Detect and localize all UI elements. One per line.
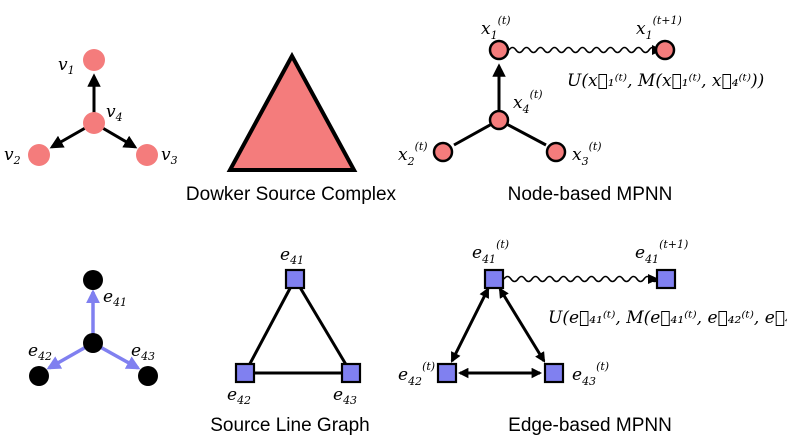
label-x1: x1(t) xyxy=(481,14,511,42)
caption-dowker: Dowker Source Complex xyxy=(186,184,397,205)
node-x1-next xyxy=(654,39,676,61)
edge-update-formula: U(e⃗₄₁⁽ᵗ⁾, M(e⃗₄₁⁽ᵗ⁾, e⃗₄₂⁽ᵗ⁾, e⃗₄₃⁽ᵗ⁾)) xyxy=(548,308,787,328)
em-node-e41 xyxy=(483,268,505,290)
panel-node-mpnn: x1(t) x1(t+1) x2(t) x3(t) x4(t) U(x⃗₁⁽ᵗ⁾… xyxy=(398,14,764,205)
label-e41-next-em: e41(t+1) xyxy=(635,238,688,266)
node-center-black xyxy=(83,333,103,353)
label-e42-star: e42 xyxy=(28,341,52,363)
label-e42-lg: e42 xyxy=(227,385,251,407)
node-x2 xyxy=(432,141,454,163)
node-left-black xyxy=(29,366,49,386)
caption-node-mpnn: Node-based MPNN xyxy=(508,184,673,205)
node-right-black xyxy=(138,366,158,386)
label-v1: v1 xyxy=(58,55,75,77)
lg-node-e43 xyxy=(340,362,362,384)
em-edge-41-43 xyxy=(498,287,546,363)
label-e41-lg: e41 xyxy=(280,245,304,267)
label-x3: x3(t) xyxy=(572,140,602,168)
lg-node-e41 xyxy=(284,268,306,290)
em-node-e41-next xyxy=(655,268,677,290)
label-x2: x2(t) xyxy=(398,140,428,168)
panel-edge-mpnn: e41(t) e41(t+1) e42(t) e43(t) U(e⃗₄₁⁽ᵗ⁾,… xyxy=(398,238,787,436)
label-e43-lg: e43 xyxy=(333,385,357,407)
lg-edge-41-42 xyxy=(243,278,297,374)
caption-line-graph: Source Line Graph xyxy=(210,415,370,436)
label-e41-em: e41(t) xyxy=(472,238,509,266)
node-v4 xyxy=(83,112,105,134)
em-node-e42 xyxy=(436,362,458,384)
node-v3 xyxy=(136,144,158,166)
update-wavy-arrow xyxy=(508,46,664,54)
label-v2: v2 xyxy=(4,145,21,167)
node-v2 xyxy=(28,144,50,166)
em-edge-41-42 xyxy=(450,287,490,363)
edge-update-wavy-arrow xyxy=(503,275,659,283)
edge-update-arrowhead xyxy=(648,274,659,284)
simplex-triangle xyxy=(226,51,358,172)
node-x3 xyxy=(545,141,567,163)
label-e43-em: e43(t) xyxy=(572,360,609,388)
node-x1 xyxy=(488,39,510,61)
panel-edge-star: e41 e42 e43 xyxy=(28,270,158,386)
node-v1 xyxy=(83,49,105,71)
node-x4 xyxy=(488,109,510,131)
lg-edge-41-43 xyxy=(293,278,353,374)
label-e42-em: e42(t) xyxy=(398,360,435,388)
node-top-black xyxy=(83,270,103,290)
panel-dowker-complex: Dowker Source Complex xyxy=(186,51,397,205)
lg-node-e42 xyxy=(234,362,256,384)
node-update-formula: U(x⃗₁⁽ᵗ⁾, M(x⃗₁⁽ᵗ⁾, x⃗₄⁽ᵗ⁾)) xyxy=(567,71,764,91)
panel-star-graph: v1 v2 v3 v4 xyxy=(4,49,178,167)
caption-edge-mpnn: Edge-based MPNN xyxy=(508,415,672,436)
label-e43-star: e43 xyxy=(131,341,155,363)
label-v4: v4 xyxy=(106,102,123,124)
label-e41-star: e41 xyxy=(103,287,127,309)
em-node-e43 xyxy=(543,362,565,384)
label-x1-next: x1(t+1) xyxy=(636,14,682,42)
label-v3: v3 xyxy=(161,145,178,167)
panel-line-graph: e41 e42 e43 Source Line Graph xyxy=(210,245,370,436)
label-x4: x4(t) xyxy=(513,88,543,116)
